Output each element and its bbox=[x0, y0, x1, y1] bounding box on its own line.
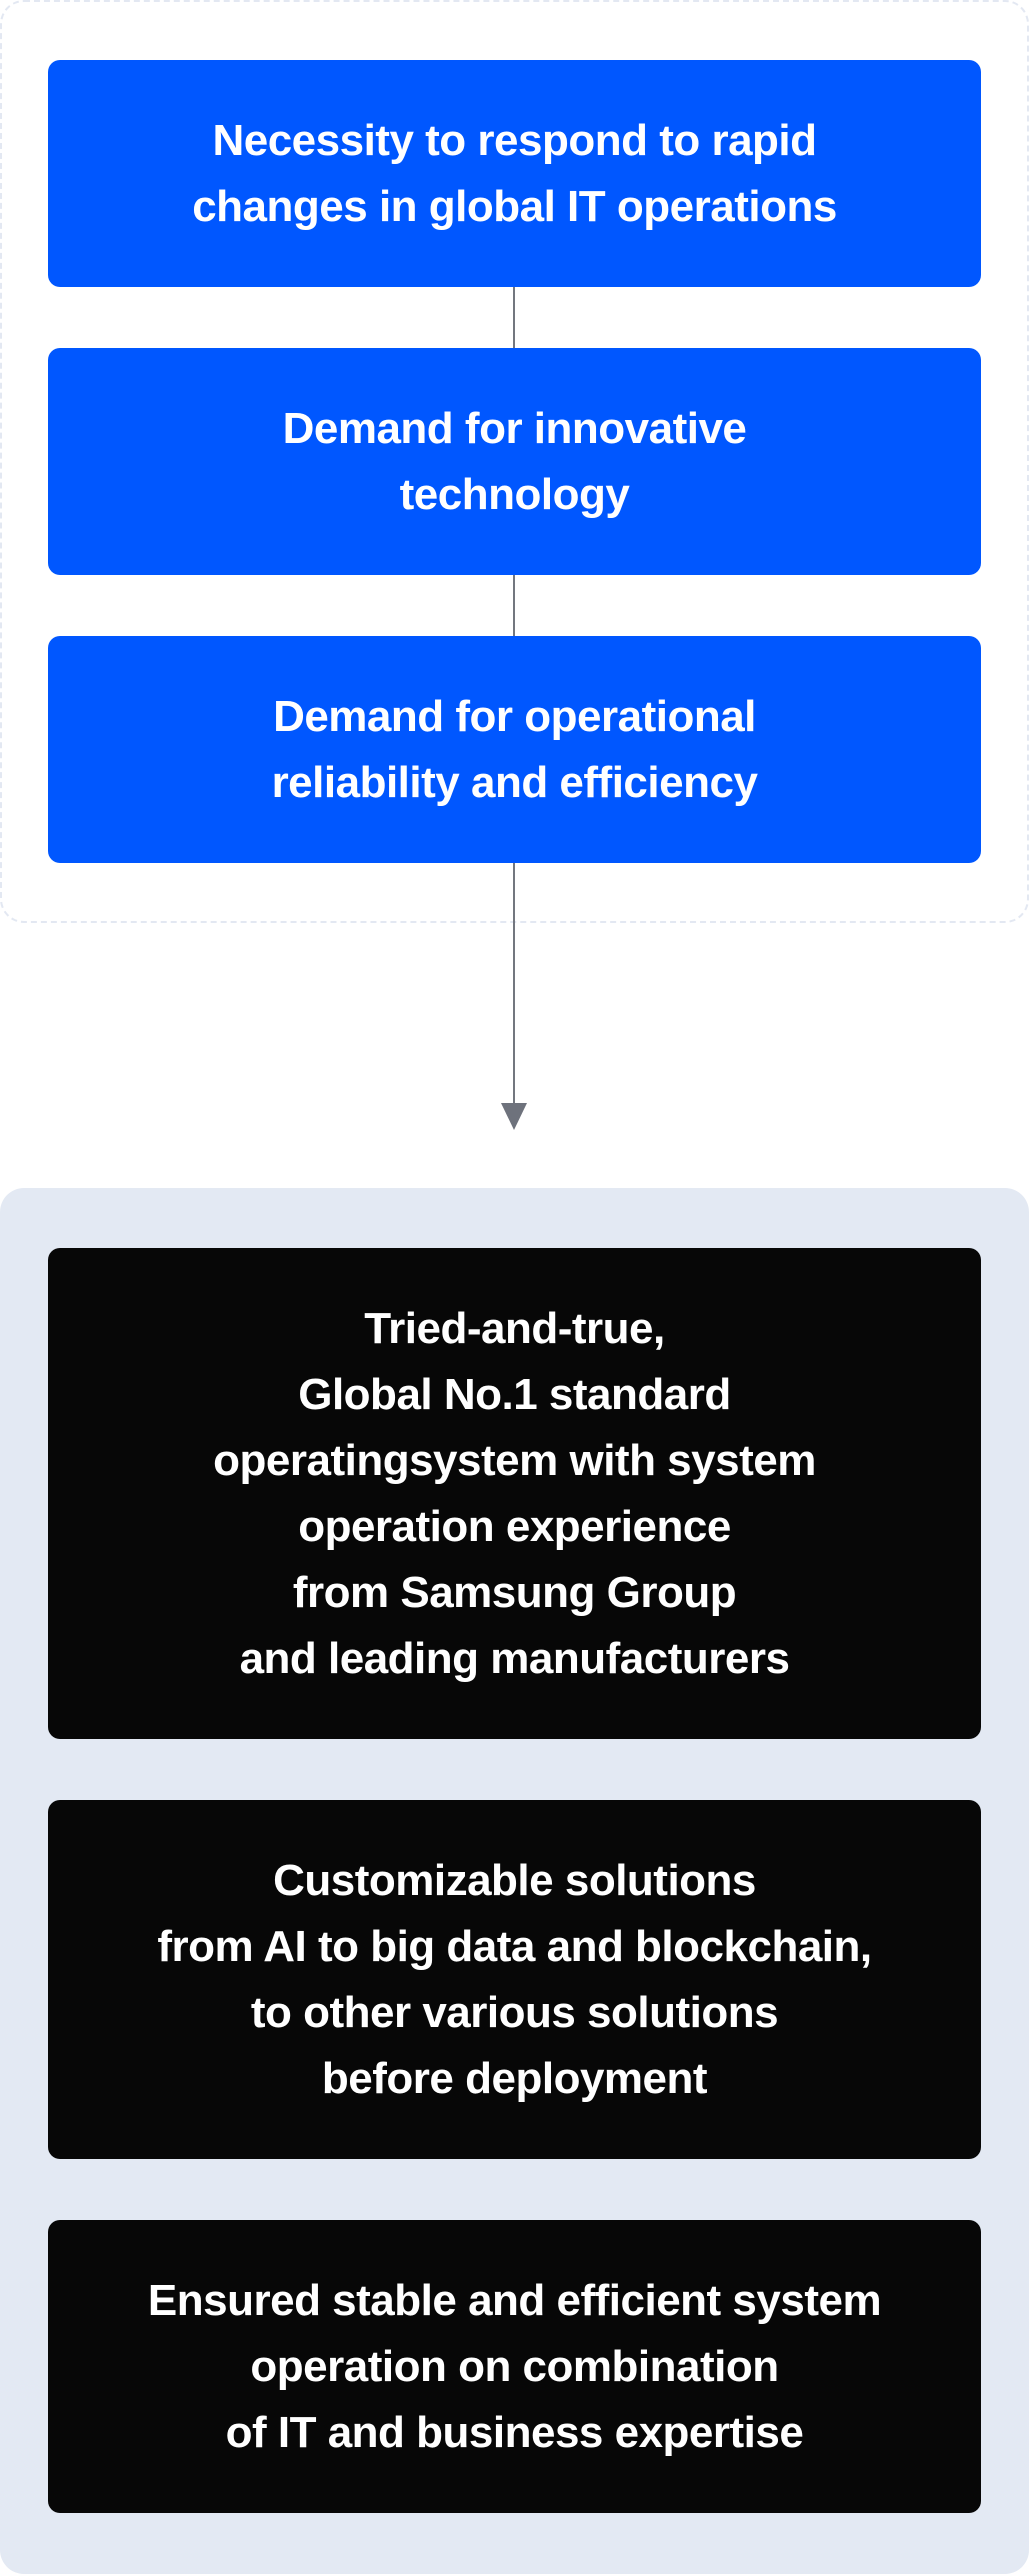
need-box-1: Necessity to respond to rapid changes in… bbox=[48, 60, 981, 287]
text-line: operatingsystem with system bbox=[213, 1435, 816, 1485]
text-line: changes in global IT operations bbox=[192, 181, 837, 231]
connector-line-2 bbox=[513, 575, 515, 636]
text-line: Demand for operational bbox=[273, 691, 756, 741]
text-line: from Samsung Group bbox=[292, 1567, 737, 1617]
text-line: and leading manufacturers bbox=[239, 1633, 790, 1683]
solution-box-2-text: Customizable solutions from AI to big da… bbox=[157, 1848, 872, 2112]
text-line: Ensured stable and efficient system bbox=[147, 2275, 882, 2325]
text-line: to other various solutions bbox=[250, 1987, 779, 2037]
text-line: operation experience bbox=[298, 1501, 731, 1551]
text-line: Customizable solutions bbox=[273, 1855, 756, 1905]
text-line: from AI to big data and blockchain, bbox=[157, 1921, 872, 1971]
arrow-shaft bbox=[513, 863, 515, 1107]
need-box-2-text: Demand for innovative technology bbox=[283, 396, 747, 528]
solution-box-2: Customizable solutions from AI to big da… bbox=[48, 1800, 981, 2159]
text-line: before deployment bbox=[321, 2053, 708, 2103]
text-line: Tried-and-true, bbox=[364, 1303, 665, 1353]
need-box-3: Demand for operational reliability and e… bbox=[48, 636, 981, 863]
solution-box-3-text: Ensured stable and efficient system oper… bbox=[147, 2268, 882, 2466]
need-box-2: Demand for innovative technology bbox=[48, 348, 981, 575]
need-box-3-text: Demand for operational reliability and e… bbox=[272, 684, 758, 816]
text-line: of IT and business expertise bbox=[225, 2407, 804, 2457]
text-line: Demand for innovative bbox=[282, 403, 747, 453]
text-line: technology bbox=[399, 469, 630, 519]
connector-line-1 bbox=[513, 287, 515, 348]
solution-box-1: Tried-and-true, Global No.1 standard ope… bbox=[48, 1248, 981, 1739]
text-line: reliability and efficiency bbox=[271, 757, 758, 807]
arrow-down-icon bbox=[501, 1103, 527, 1130]
text-line: operation on combination bbox=[250, 2341, 779, 2391]
text-line: Global No.1 standard bbox=[298, 1369, 731, 1419]
need-box-1-text: Necessity to respond to rapid changes in… bbox=[192, 108, 837, 240]
solution-box-1-text: Tried-and-true, Global No.1 standard ope… bbox=[213, 1296, 816, 1692]
solution-box-3: Ensured stable and efficient system oper… bbox=[48, 2220, 981, 2513]
text-line: Necessity to respond to rapid bbox=[212, 115, 817, 165]
